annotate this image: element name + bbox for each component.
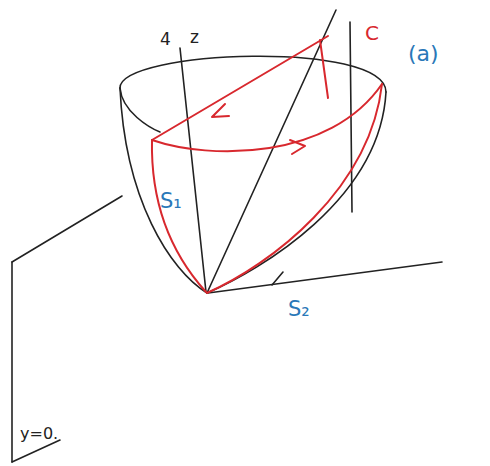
arrowhead (290, 140, 305, 154)
plane-edge (12, 440, 60, 462)
curve-c-segment (152, 84, 382, 151)
plane-name: y=0. (20, 425, 58, 443)
surface-edge (320, 40, 328, 98)
bowl-rim (120, 56, 386, 92)
surface-edge (207, 84, 382, 293)
axis-name: z (190, 28, 199, 47)
plane-edge (11, 262, 13, 462)
z-axis (180, 48, 206, 292)
x-axis (208, 262, 442, 293)
arrowhead (212, 104, 229, 117)
surface-name: S₂ (288, 298, 310, 321)
bowl-rim (120, 88, 160, 132)
bowl-side (120, 88, 207, 293)
plane-edge (12, 196, 122, 262)
curve-c-segment (152, 36, 328, 140)
surface-edge (152, 140, 206, 292)
bowl-side (207, 92, 386, 293)
black-lines (12, 10, 442, 462)
tick (272, 272, 283, 285)
curve-c (152, 36, 382, 293)
curve-name: C (365, 22, 379, 44)
axis-number: 4 (160, 30, 171, 49)
part-label: (a) (408, 42, 439, 66)
surface-name: S₁ (160, 190, 182, 213)
